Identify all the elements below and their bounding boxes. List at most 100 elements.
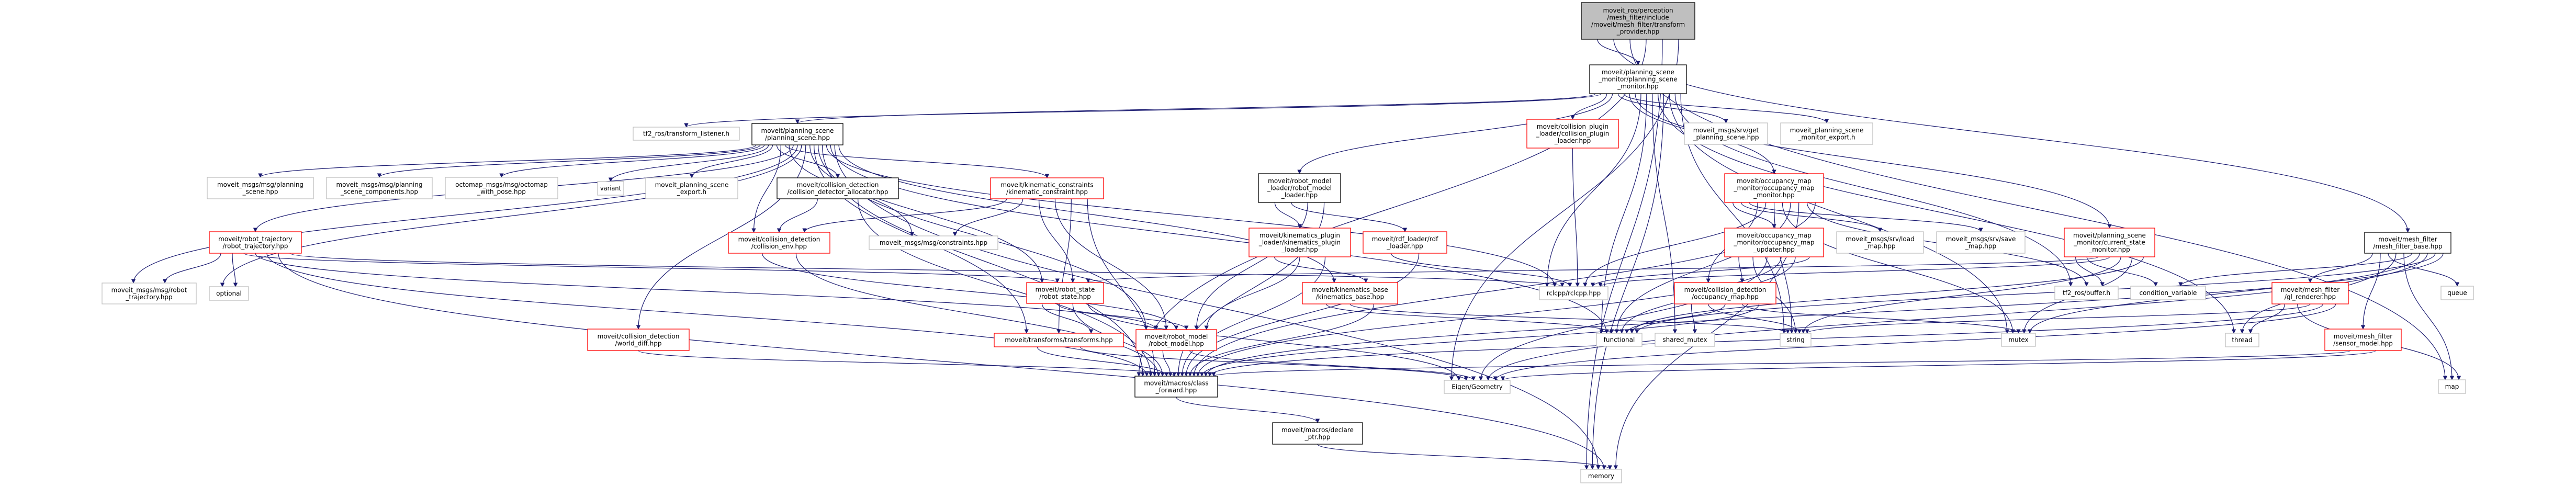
node-label: _loader/kinematics_plugin — [1258, 239, 1341, 246]
edge-omu-to-rclcpp — [1590, 256, 1810, 287]
node-box — [326, 177, 433, 199]
node-wd[interactable]: moveit/collision_detection/world_diff.hp… — [587, 329, 690, 351]
edge-gl-to-string — [1805, 303, 2311, 334]
edge-rdf-to-cf — [1184, 253, 1420, 377]
node-cda[interactable]: moveit/collision_detection/collision_det… — [777, 177, 899, 199]
node-kb[interactable]: moveit/kinematics_base/kinematics_base.h… — [1302, 282, 1398, 304]
node-mfb[interactable]: moveit/mesh_filter/mesh_filter_base.hpp — [2364, 232, 2451, 254]
node-label: _scene.hpp — [242, 188, 278, 195]
node-label: moveit/kinematic_constraints — [1000, 181, 1093, 188]
node-box — [1272, 422, 1363, 445]
node-label: moveit_msgs/msg/constraints.hpp — [880, 239, 987, 246]
edge-kb-to-cf — [1188, 303, 1375, 377]
node-box — [2001, 333, 2036, 347]
node-memory: memory — [1580, 469, 1622, 483]
node-label: variant — [600, 185, 621, 192]
edge-psm-to-tfl — [684, 93, 1602, 128]
node-label: tf2_ros/buffer.h — [2063, 289, 2110, 297]
node-label: /collision_detector_allocator.hpp — [787, 188, 888, 196]
node-save: moveit_msgs/srv/save_map.hpp — [1936, 231, 2026, 254]
node-box — [1674, 282, 1776, 304]
edge-rml-to-rdf — [1291, 202, 1408, 232]
edge-ps-to-msgpsc — [377, 144, 761, 178]
node-label: /mesh_filter/include — [1607, 14, 1669, 21]
node-label: moveit/macros/class — [1144, 379, 1208, 387]
node-cf[interactable]: moveit/macros/class_forward.hpp — [1134, 376, 1218, 398]
node-string: string — [1780, 333, 1812, 347]
node-tr[interactable]: moveit/transforms/transforms.hpp — [994, 333, 1124, 347]
node-cpl[interactable]: moveit/collision_plugin_loader/collision… — [1526, 119, 1619, 149]
edge-rm-to-eigen — [1189, 350, 1476, 381]
edge-om-to-func — [1624, 303, 1726, 334]
node-csm[interactable]: moveit/planning_scene_monitor/current_st… — [2064, 228, 2155, 257]
edge-rml-to-rm — [1194, 202, 1308, 330]
node-box — [751, 123, 843, 145]
node-box — [990, 177, 1104, 199]
edge-mfb-to-cv — [2178, 253, 2412, 287]
node-ps[interactable]: moveit/planning_scene/planning_scene.hpp — [751, 123, 843, 145]
nodes-layer: moveit_ros/perception/mesh_filter/includ… — [102, 2, 2474, 483]
node-eigen: Eigen/Geometry — [1444, 380, 1511, 394]
edge-psm-to-rml — [1297, 93, 1613, 174]
node-label: /sensor_model.hpp — [2333, 340, 2393, 347]
node-sm[interactable]: moveit/mesh_filter/sensor_model.hpp — [2324, 329, 2402, 351]
edge-kpl-to-cf — [1180, 256, 1326, 377]
node-label: moveit_planning_scene — [655, 181, 729, 188]
node-func: functional — [1596, 333, 1643, 347]
node-omu[interactable]: moveit/occupancy_map_monitor/occupancy_m… — [1724, 228, 1824, 257]
edge-mfb-to-sm — [2360, 253, 2381, 330]
node-label: /robot_model.hpp — [1149, 340, 1204, 347]
node-box — [102, 282, 197, 304]
edge-psm-to-smutex — [1652, 93, 1678, 334]
edge-psm-to-psme — [1623, 93, 1829, 123]
node-box — [1684, 122, 1768, 145]
node-msgps: moveit_msgs/msg/planning_scene.hpp — [207, 177, 314, 199]
node-label: string — [1786, 336, 1804, 344]
node-label: _monitor/planning_scene — [1598, 76, 1677, 83]
edge-ps-to-msgrt — [131, 144, 798, 284]
node-rdf[interactable]: moveit/rdf_loader/rdf_loader.hpp — [1363, 231, 1447, 254]
node-label: moveit/robot_state — [1036, 286, 1095, 293]
node-tp[interactable]: moveit_ros/perception/mesh_filter/includ… — [1581, 2, 1695, 40]
node-kpl[interactable]: moveit/kinematics_plugin_loader/kinemati… — [1248, 228, 1351, 257]
node-label: octomap_msgs/msg/octomap — [455, 181, 548, 188]
node-label: moveit_msgs/srv/get — [1693, 127, 1759, 134]
node-psm[interactable]: moveit/planning_scene_monitor/planning_s… — [1589, 64, 1687, 94]
edge-omm-to-save — [1749, 202, 1983, 232]
edge-rt-to-msgrt — [162, 253, 221, 284]
node-label: moveit/mesh_filter — [2334, 333, 2393, 340]
node-om[interactable]: moveit/collision_detection/occupancy_map… — [1674, 282, 1776, 304]
edge-ps-to-octo — [499, 144, 765, 178]
node-label: /collision_env.hpp — [751, 243, 807, 250]
edge-csm-to-rs — [1086, 256, 2099, 283]
node-label: _scene_components.hpp — [340, 188, 418, 195]
edge-kc-to-rs — [1038, 198, 1075, 283]
node-dp[interactable]: moveit/macros/declare_ptr.hpp — [1272, 422, 1363, 445]
node-kc[interactable]: moveit/kinematic_constraints/kinematic_c… — [990, 177, 1104, 199]
node-rml[interactable]: moveit/robot_model_loader/robot_model_lo… — [1258, 173, 1341, 203]
edge-mfb-to-queue — [2388, 253, 2460, 287]
node-label: moveit_planning_scene — [1790, 127, 1864, 134]
node-rt[interactable]: moveit/robot_trajectory/robot_trajectory… — [209, 231, 302, 254]
node-ce[interactable]: moveit/collision_detection/collision_env… — [728, 232, 830, 254]
node-label: /robot_state.hpp — [1039, 293, 1091, 300]
node-rm[interactable]: moveit/robot_model/robot_model.hpp — [1135, 329, 1217, 351]
node-label: _loader/robot_model — [1267, 185, 1332, 192]
node-label: /planning_scene.hpp — [765, 134, 830, 141]
edge-rt-to-cf — [266, 253, 1149, 377]
node-map: map — [2438, 379, 2466, 394]
node-label: moveit/rdf_loader/rdf — [1372, 235, 1439, 243]
node-opt: optional — [209, 286, 249, 301]
node-label: moveit/transforms/transforms.hpp — [1005, 336, 1112, 344]
node-box — [1026, 282, 1104, 304]
edge-csm-to-cv — [2086, 256, 2158, 287]
node-omm[interactable]: moveit/occupancy_map_monitor/occupancy_m… — [1724, 173, 1824, 203]
edge-mfb-to-cf — [1203, 253, 2444, 377]
edge-wd-to-cf — [638, 350, 1177, 377]
node-label: _loader.hpp — [1281, 246, 1318, 253]
node-rs[interactable]: moveit/robot_state/robot_state.hpp — [1026, 282, 1104, 304]
node-label: _updater.hpp — [1753, 246, 1795, 253]
node-gl[interactable]: moveit/mesh_filter/gl_renderer.hpp — [2271, 282, 2349, 304]
edge-omm-to-string — [1773, 202, 1794, 334]
